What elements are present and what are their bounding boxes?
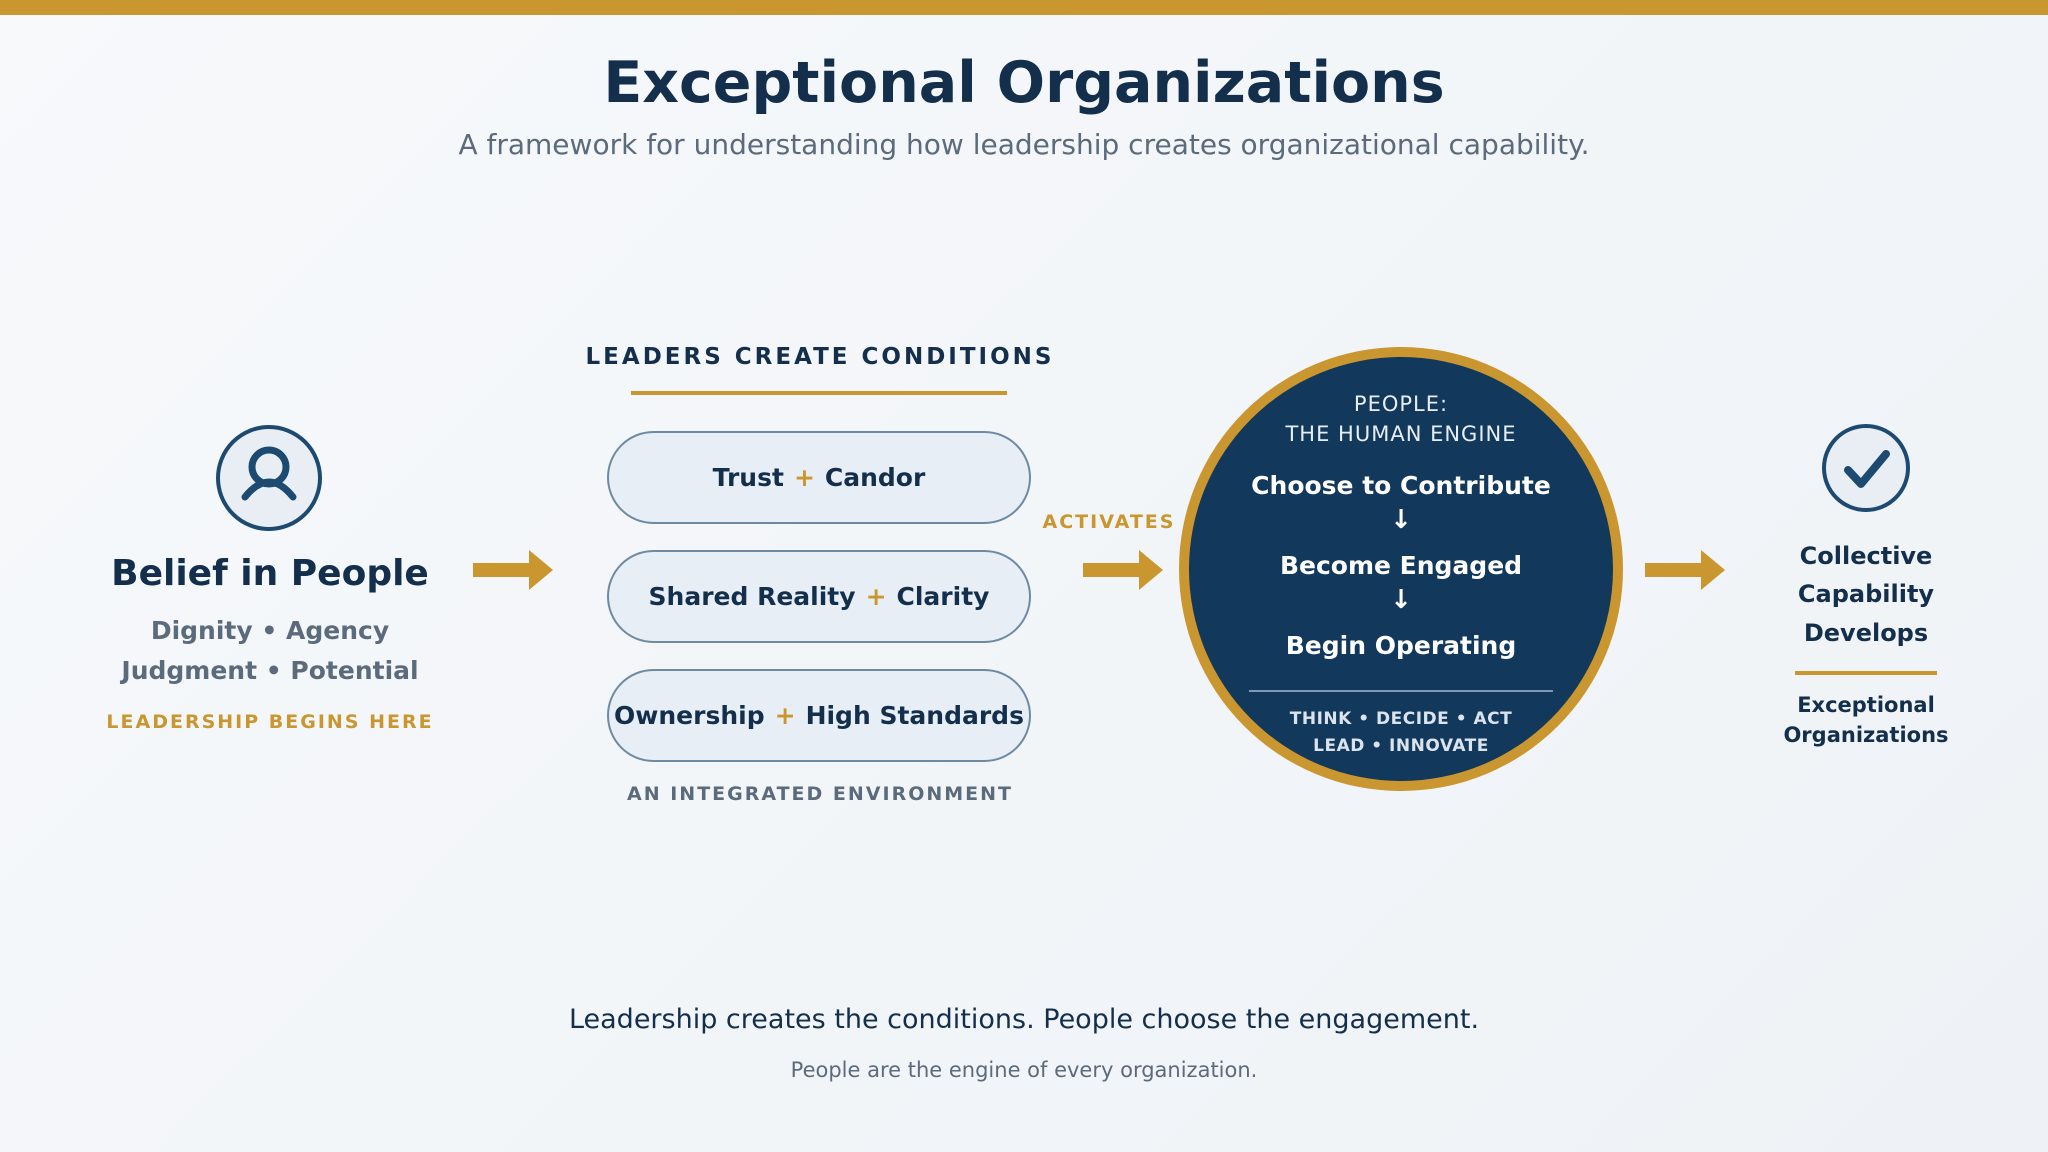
engine-step-1: Choose to Contribute (1251, 471, 1551, 500)
engine-footer-2: LEAD • INNOVATE (1313, 736, 1489, 756)
pill-right-label: Clarity (896, 582, 990, 611)
engine-footer-1: THINK • DECIDE • ACT (1289, 709, 1513, 729)
arrow-right-icon (1083, 550, 1163, 590)
belief-title: Belief in People (111, 553, 429, 594)
outcome-line-1: Collective (1799, 542, 1933, 570)
person-icon (216, 425, 322, 531)
belief-values-line-2: Judgment • Potential (121, 656, 419, 685)
condition-pill-reality-clarity: Shared Reality + Clarity (607, 550, 1031, 643)
pill-left-label: Shared Reality (648, 582, 856, 611)
belief-values-line-1: Dignity • Agency (150, 616, 390, 645)
conditions-divider (631, 391, 1007, 395)
outcome-line-3: Develops (1803, 619, 1929, 647)
belief-tagline: LEADERSHIP BEGINS HERE (106, 711, 434, 733)
footer-substatement: People are the engine of every organizat… (790, 1058, 1258, 1082)
plus-sign: + (793, 463, 815, 492)
activates-label: ACTIVATES (1042, 511, 1176, 533)
conditions-header: LEADERS CREATE CONDITIONS (585, 344, 1055, 370)
pill-left-label: Trust (712, 463, 784, 492)
down-arrow-icon: ↓ (1390, 505, 1412, 535)
engine-inner (1189, 357, 1613, 781)
conditions-footer: AN INTEGRATED ENVIRONMENT (627, 783, 1013, 805)
down-arrow-icon: ↓ (1390, 585, 1412, 615)
page-title: Exceptional Organizations (603, 50, 1445, 116)
outcome-divider (1795, 671, 1937, 675)
footer-statement: Leadership creates the conditions. Peopl… (568, 1004, 1480, 1035)
engine-heading-2: THE HUMAN ENGINE (1285, 422, 1517, 446)
human-engine-circle: PEOPLE: THE HUMAN ENGINE Choose to Contr… (1179, 347, 1623, 791)
checkmark-icon (1822, 424, 1910, 512)
outcome-line-2: Capability (1797, 580, 1935, 608)
pill-right-label: High Standards (805, 701, 1024, 730)
engine-step-3: Begin Operating (1285, 631, 1517, 660)
arrow-right-icon (473, 550, 553, 590)
page-subtitle: A framework for understanding how leader… (458, 128, 1590, 161)
result-line-2: Organizations (1783, 723, 1949, 747)
pill-left-label: Ownership (614, 701, 765, 730)
condition-pill-ownership-standards: Ownership + High Standards (607, 669, 1031, 762)
result-line-1: Exceptional (1797, 693, 1935, 717)
plus-sign: + (774, 701, 796, 730)
engine-heading-1: PEOPLE: (1353, 392, 1449, 416)
plus-sign: + (865, 582, 887, 611)
pill-right-label: Candor (824, 463, 926, 492)
condition-pill-trust-candor: Trust + Candor (607, 431, 1031, 524)
engine-divider (1249, 690, 1553, 692)
top-accent-bar (0, 0, 2048, 15)
arrow-right-icon (1645, 550, 1725, 590)
engine-step-2: Become Engaged (1279, 551, 1523, 580)
